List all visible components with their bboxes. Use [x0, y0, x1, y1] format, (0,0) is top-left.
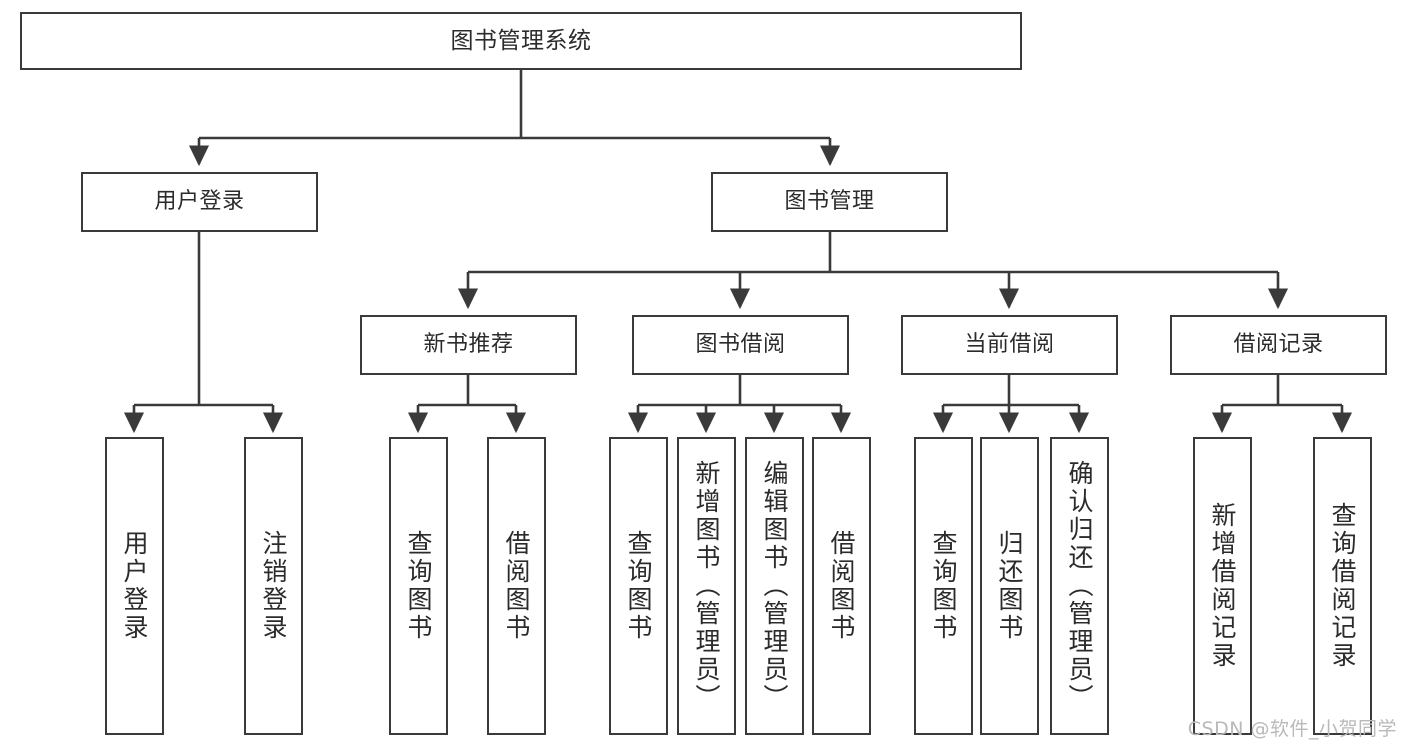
node-current-borrow[interactable]: 当前借阅 [901, 315, 1118, 375]
node-leaf-current-borrow-return[interactable]: 归还图书 [980, 437, 1039, 735]
node-leaf-user-login-signin-label: 用户登录 [120, 530, 149, 642]
node-leaf-current-borrow-query-label: 查询图书 [929, 530, 958, 642]
node-leaf-current-borrow-return-label: 归还图书 [995, 530, 1024, 642]
node-leaf-book-borrow-add-label: 新增图书（管理员） [692, 460, 721, 712]
node-leaf-new-book-query[interactable]: 查询图书 [389, 437, 448, 735]
node-borrow-record-label: 借阅记录 [1233, 331, 1324, 357]
node-leaf-user-login-signout-label: 注销登录 [259, 530, 288, 642]
node-borrow-record[interactable]: 借阅记录 [1170, 315, 1387, 375]
node-new-book-recommend-label: 新书推荐 [423, 331, 514, 357]
node-leaf-book-borrow-lend[interactable]: 借阅图书 [812, 437, 871, 735]
node-leaf-user-login-signin[interactable]: 用户登录 [105, 437, 164, 735]
node-leaf-current-borrow-confirm[interactable]: 确认归还（管理员） [1050, 437, 1109, 735]
node-leaf-book-borrow-lend-label: 借阅图书 [827, 530, 856, 642]
node-leaf-new-book-borrow[interactable]: 借阅图书 [487, 437, 546, 735]
csdn-watermark: CSDN @软件_小贺同学 [1187, 718, 1397, 740]
node-leaf-user-login-signout[interactable]: 注销登录 [244, 437, 303, 735]
node-root-system[interactable]: 图书管理系统 [20, 12, 1022, 70]
node-leaf-borrow-record-query[interactable]: 查询借阅记录 [1313, 437, 1372, 735]
node-leaf-new-book-query-label: 查询图书 [404, 530, 433, 642]
node-leaf-book-borrow-query-label: 查询图书 [624, 530, 653, 642]
node-leaf-book-borrow-query[interactable]: 查询图书 [609, 437, 668, 735]
node-book-management-label: 图书管理 [784, 188, 875, 214]
node-leaf-current-borrow-confirm-label: 确认归还（管理员） [1065, 460, 1094, 712]
node-leaf-current-borrow-query[interactable]: 查询图书 [914, 437, 973, 735]
node-book-borrow-label: 图书借阅 [695, 331, 786, 357]
node-leaf-borrow-record-add-label: 新增借阅记录 [1208, 502, 1237, 670]
node-leaf-book-borrow-edit-label: 编辑图书（管理员） [760, 460, 789, 712]
node-root-system-label: 图书管理系统 [450, 27, 592, 54]
node-user-login[interactable]: 用户登录 [81, 172, 318, 232]
node-leaf-new-book-borrow-label: 借阅图书 [502, 530, 531, 642]
node-user-login-label: 用户登录 [154, 188, 245, 214]
node-leaf-borrow-record-add[interactable]: 新增借阅记录 [1193, 437, 1252, 735]
node-leaf-book-borrow-edit[interactable]: 编辑图书（管理员） [745, 437, 804, 735]
node-leaf-book-borrow-add[interactable]: 新增图书（管理员） [677, 437, 736, 735]
node-new-book-recommend[interactable]: 新书推荐 [360, 315, 577, 375]
node-book-management[interactable]: 图书管理 [711, 172, 948, 232]
node-current-borrow-label: 当前借阅 [964, 331, 1055, 357]
node-leaf-borrow-record-query-label: 查询借阅记录 [1328, 502, 1357, 670]
node-book-borrow[interactable]: 图书借阅 [632, 315, 849, 375]
